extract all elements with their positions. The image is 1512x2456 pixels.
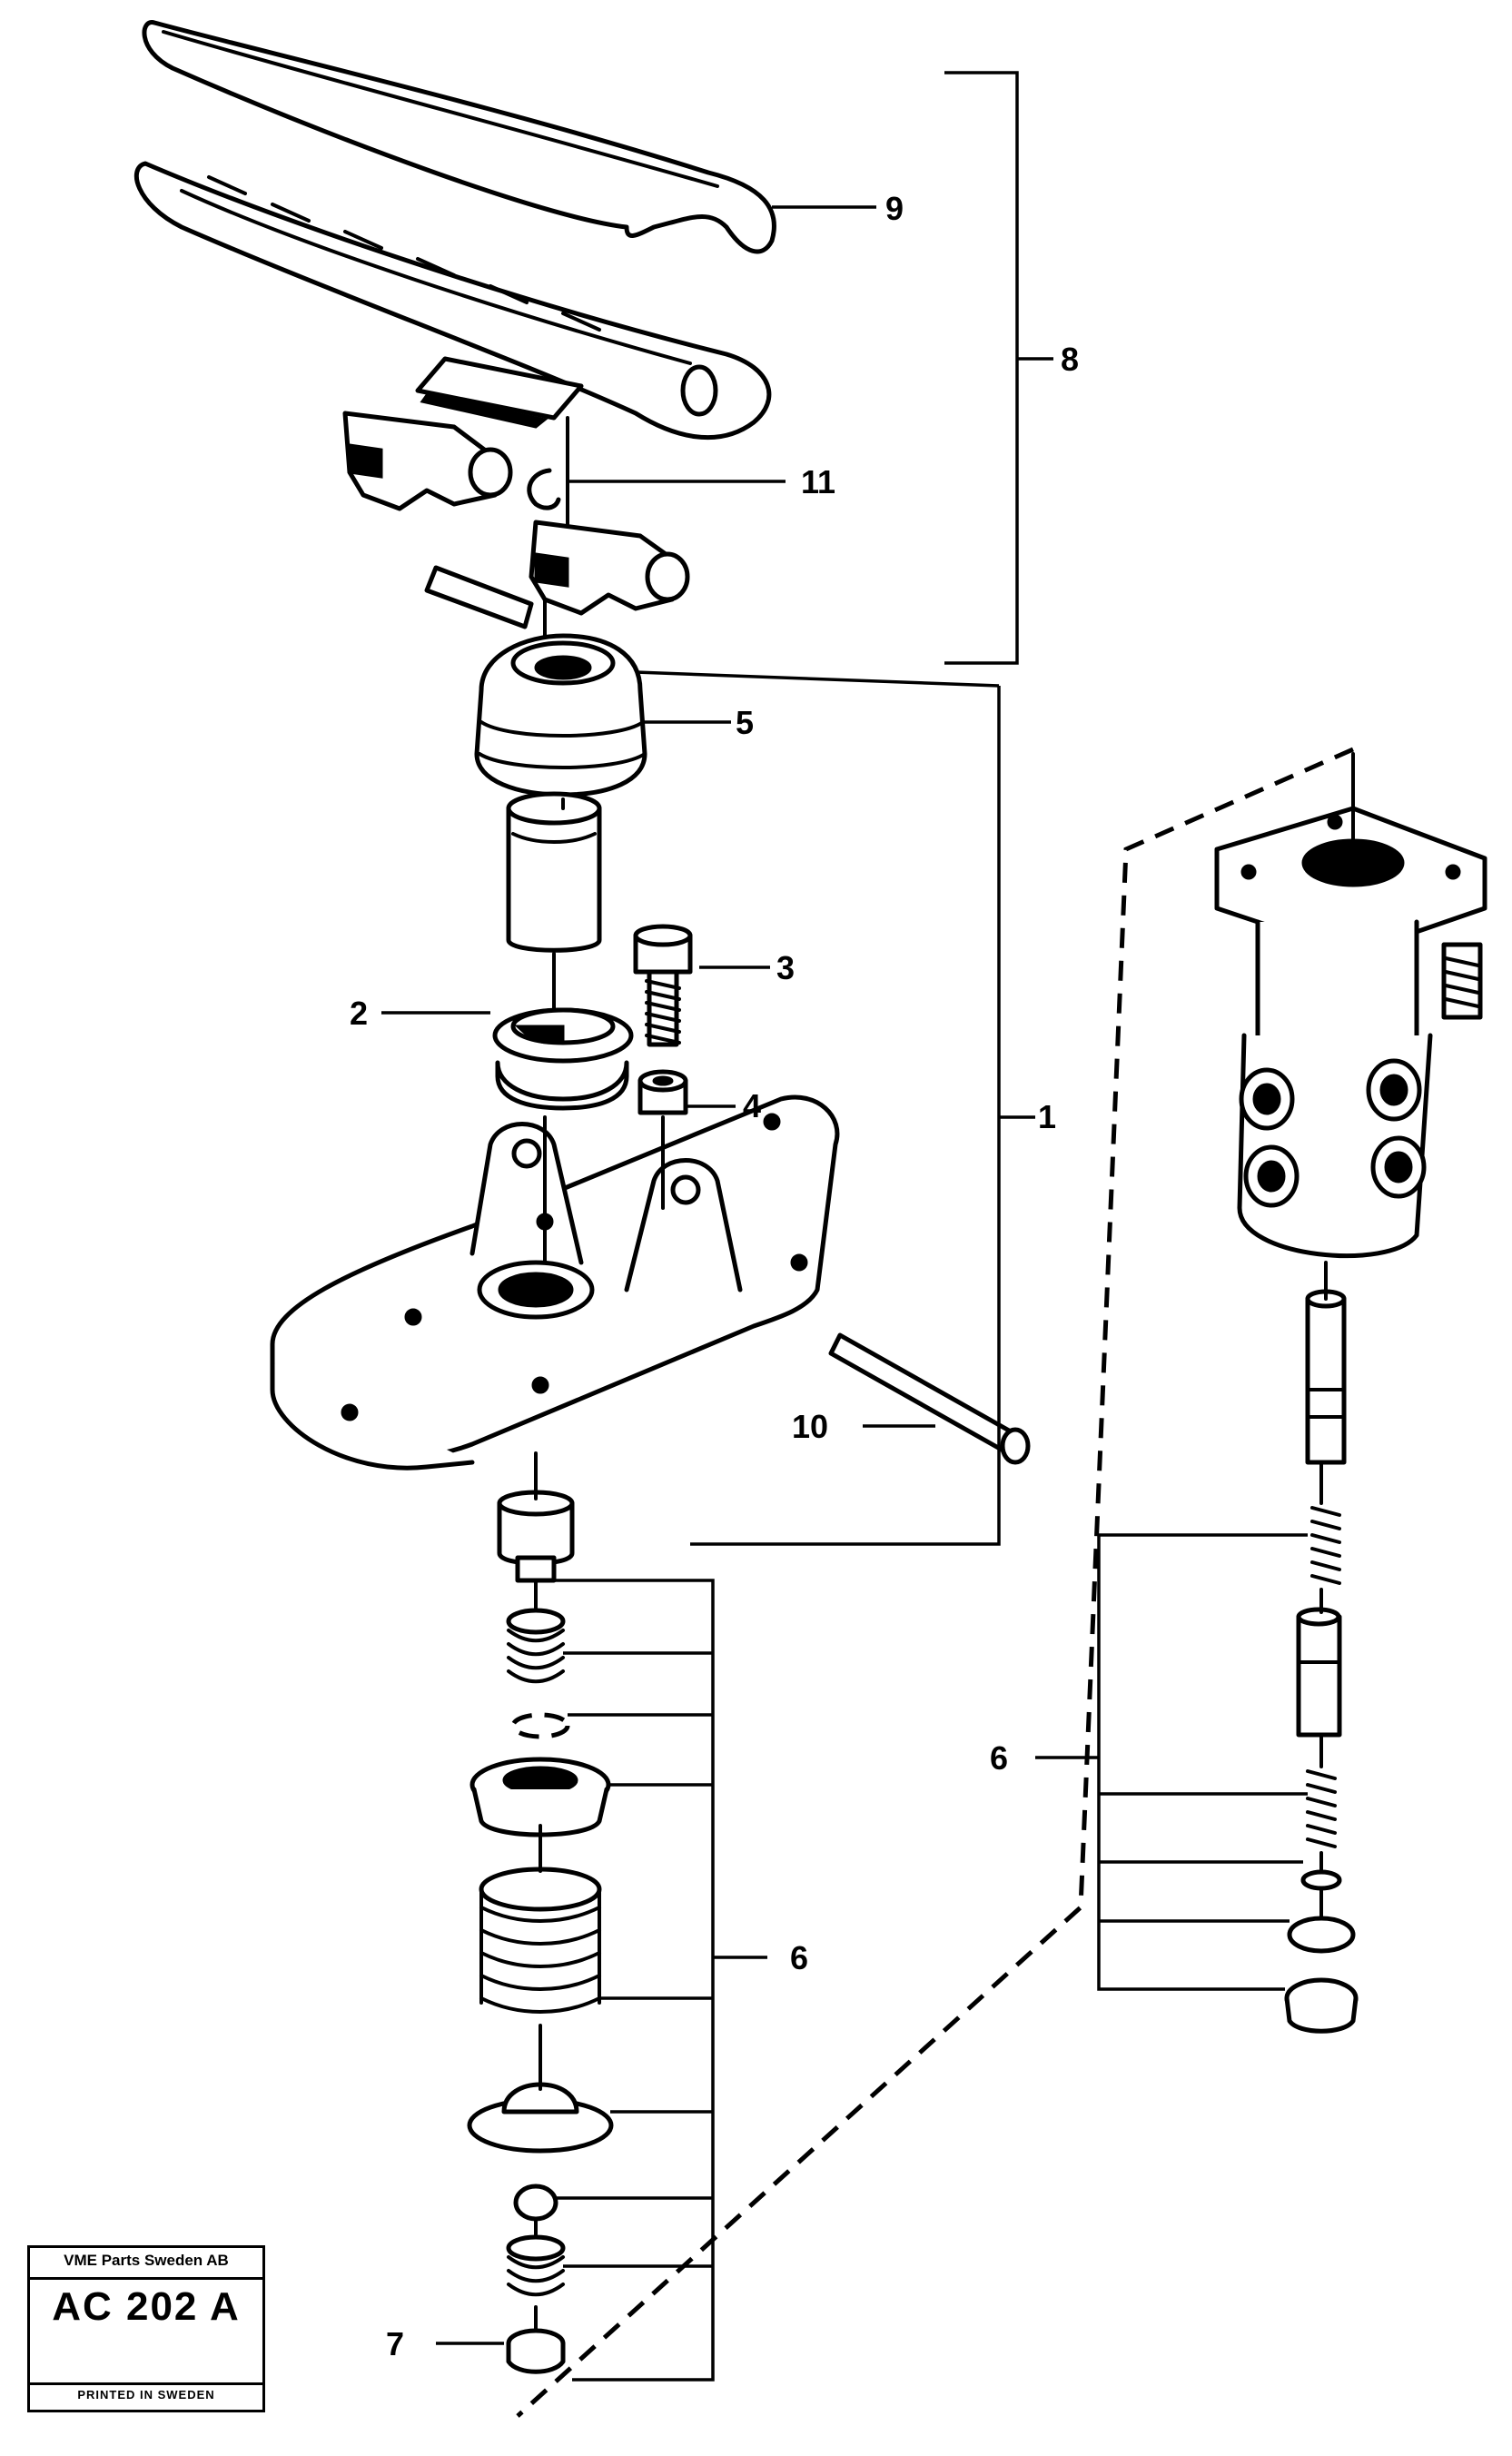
small-spring-upper — [506, 1608, 566, 1684]
base-plate — [270, 1094, 840, 1471]
plunger — [506, 791, 602, 953]
callout-4: 4 — [743, 1087, 761, 1124]
spring-right-lower — [1306, 1769, 1337, 1848]
cap-right — [1284, 1977, 1359, 2034]
stamp-code: AC 202 A — [52, 2284, 241, 2329]
large-spring — [479, 1867, 602, 2014]
o-ring-right — [1300, 1869, 1342, 1891]
rubber-boot — [474, 633, 647, 797]
callout-1: 1 — [1038, 1098, 1056, 1135]
washer-right — [1287, 1916, 1356, 1954]
nut — [637, 1069, 688, 1115]
catalog-stamp: VME Parts Sweden AB AC 202 A PRINTED IN … — [27, 2245, 265, 2412]
o-ring-dashed — [510, 1712, 570, 1739]
valve-seat — [506, 2328, 566, 2374]
callout-2: 2 — [350, 995, 368, 1032]
valve-piston — [497, 1490, 575, 1583]
callout-7: 7 — [386, 2325, 404, 2362]
ball — [513, 2184, 558, 2222]
piston-right — [1296, 1607, 1342, 1738]
rubber-pad — [415, 356, 584, 429]
small-spring-lower — [506, 2234, 566, 2297]
stamp-company: VME Parts Sweden AB — [64, 2252, 229, 2269]
callout-10: 10 — [792, 1408, 828, 1445]
callout-11: 11 — [801, 463, 835, 500]
callout-6-right: 6 — [990, 1739, 1008, 1777]
clevis-block-rear — [342, 411, 513, 511]
spring-seat — [467, 2082, 614, 2154]
long-pin — [828, 1332, 1031, 1465]
spring-right-upper — [1310, 1506, 1341, 1585]
callout-3: 3 — [776, 949, 795, 986]
callout-9: 9 — [885, 190, 904, 227]
handle-cover — [142, 20, 776, 254]
pin — [424, 565, 534, 629]
mounting-screw — [1441, 942, 1483, 1020]
valve-body-right — [1214, 806, 1487, 1258]
handle-lever — [134, 161, 772, 441]
stamp-divider — [30, 2382, 262, 2385]
clevis-block-front — [529, 520, 690, 616]
valve-cup — [469, 1757, 611, 1837]
bolt — [633, 924, 693, 1047]
seal-ring — [492, 1007, 634, 1111]
callout-5: 5 — [736, 704, 754, 741]
circlip — [527, 468, 561, 510]
stamp-printed: PRINTED IN SWEDEN — [77, 2388, 215, 2402]
stamp-divider — [30, 2277, 262, 2280]
callout-6-left: 6 — [790, 1939, 808, 1976]
callout-8: 8 — [1061, 341, 1079, 378]
valve-stem-right — [1305, 1289, 1347, 1465]
